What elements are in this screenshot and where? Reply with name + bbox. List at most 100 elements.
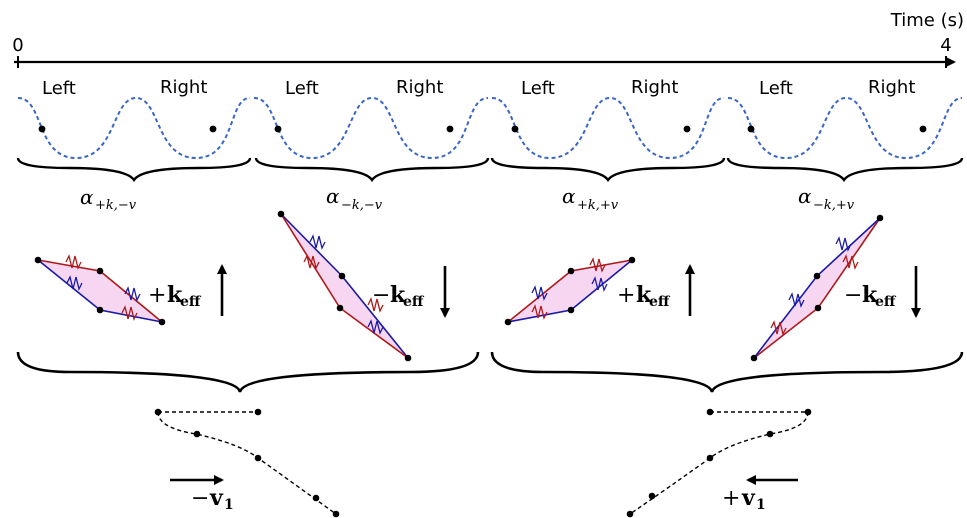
trajectory-point [254, 408, 262, 416]
segment-1: Left Right α +k,−v [16, 77, 252, 213]
interferometer-node [34, 256, 42, 264]
interferometer-node [813, 272, 821, 280]
keff-subscript: eff [875, 294, 897, 310]
keff-subscript: eff [180, 294, 202, 310]
velocity-subscript: 1 [756, 497, 766, 513]
trajectory-curve [629, 411, 809, 515]
keff-sign: − [844, 283, 862, 308]
laser-pulse-icon [121, 305, 138, 321]
trajectory-point [312, 494, 320, 502]
laser-pulse-icon [842, 254, 859, 270]
laser-pulse-icon [788, 292, 805, 308]
segment-brace [726, 157, 964, 183]
keff-label: k [862, 282, 878, 308]
alpha-symbol: α [326, 184, 340, 208]
trajectory-point [804, 408, 812, 416]
time-axis-end-label: 4 [940, 35, 951, 56]
wavefunction-point [209, 125, 217, 133]
segment-brace [490, 157, 726, 183]
large-brace-left [16, 351, 480, 393]
interferometer-node [504, 318, 512, 326]
interferometer-fill [508, 260, 632, 322]
laser-pulse-icon [531, 285, 548, 301]
alpha-symbol: α [798, 184, 812, 208]
wavefunction-curve [491, 96, 725, 160]
wavefunction-point [38, 125, 46, 133]
interferometer-1: + k eff [34, 254, 227, 326]
interferometer-node [750, 354, 758, 362]
segment-left-label: Left [285, 78, 319, 99]
velocity-trajectory-2: + v 1 [626, 408, 812, 518]
laser-pulse-icon [309, 234, 326, 250]
keff-label: k [390, 282, 406, 308]
trajectory-point [626, 510, 634, 518]
interferometer-4: − k eff [750, 214, 921, 362]
interferometer-node [96, 267, 104, 275]
alpha-subscript: +k,−v [95, 198, 137, 213]
trajectory-point [766, 430, 774, 438]
alpha-subscript: +k,+v [577, 198, 619, 213]
segment-right-label: Right [396, 77, 443, 98]
wavefunction-point [683, 125, 691, 133]
segment-right-label: Right [631, 77, 678, 98]
trajectory-point [332, 510, 340, 518]
laser-pulse-icon [66, 275, 83, 291]
laser-pulse-icon [531, 304, 548, 320]
laser-pulse-icon [367, 297, 384, 313]
large-brace-right [490, 351, 964, 393]
trajectory-point [193, 430, 201, 438]
trajectory-curve [157, 411, 337, 515]
interferometer-node [158, 318, 166, 326]
time-axis-start-label: 0 [12, 35, 23, 56]
interferometer-node [567, 306, 575, 314]
laser-pulse-icon [367, 319, 384, 335]
trajectory-point [154, 408, 162, 416]
interferometer-node [404, 354, 412, 362]
segment-3: Left Right α +k,+v [490, 77, 726, 213]
time-axis-label: Time (s) [890, 10, 964, 31]
keff-sign: + [617, 283, 635, 308]
alpha-symbol: α [80, 185, 94, 209]
laser-pulse-icon [303, 254, 320, 270]
wavefunction-curve [253, 96, 489, 160]
trajectory-point [648, 492, 656, 500]
interferometer-node [338, 272, 346, 280]
wavefunction-point [446, 125, 454, 133]
wavefunction-curve [727, 96, 963, 160]
timeline: Time (s) 0 4 [12, 10, 964, 68]
segment-left-label: Left [521, 78, 555, 99]
interferometer-2: − k eff [277, 210, 450, 362]
laser-pulse-icon [124, 286, 141, 302]
wavefunction-point [511, 125, 519, 133]
keff-subscript: eff [649, 294, 671, 310]
velocity-trajectory-1: − v 1 [154, 408, 340, 518]
velocity-label: v [741, 485, 756, 511]
interferometer-fill [754, 218, 880, 358]
interferometer-node [96, 306, 104, 314]
laser-pulse-icon [835, 236, 852, 252]
wavefunction-curve [17, 96, 251, 160]
alpha-symbol: α [562, 184, 576, 208]
keff-sign: − [372, 283, 390, 308]
laser-pulse-icon [589, 257, 606, 273]
laser-pulse-icon [770, 320, 787, 336]
velocity-subscript: 1 [224, 497, 234, 513]
interferometer-node [814, 304, 822, 312]
alpha-subscript: −k,−v [341, 198, 383, 213]
velocity-label: v [209, 485, 224, 511]
interferometer-3: + k eff [504, 256, 695, 326]
segment-4: Left Right α −k,+v [726, 77, 964, 213]
keff-subscript: eff [403, 294, 425, 310]
interferometer-node [876, 214, 884, 222]
keff-sign: + [148, 283, 166, 308]
interferometer-node [567, 267, 575, 275]
trajectory-point [706, 408, 714, 416]
segment-2: Left Right α −k,−v [253, 77, 490, 213]
interferometer-node [628, 256, 636, 264]
segment-left-label: Left [42, 78, 76, 99]
interferometer-node [277, 210, 285, 218]
velocity-sign: + [722, 486, 740, 511]
laser-pulse-icon [65, 254, 82, 270]
trajectory-point [254, 454, 262, 462]
